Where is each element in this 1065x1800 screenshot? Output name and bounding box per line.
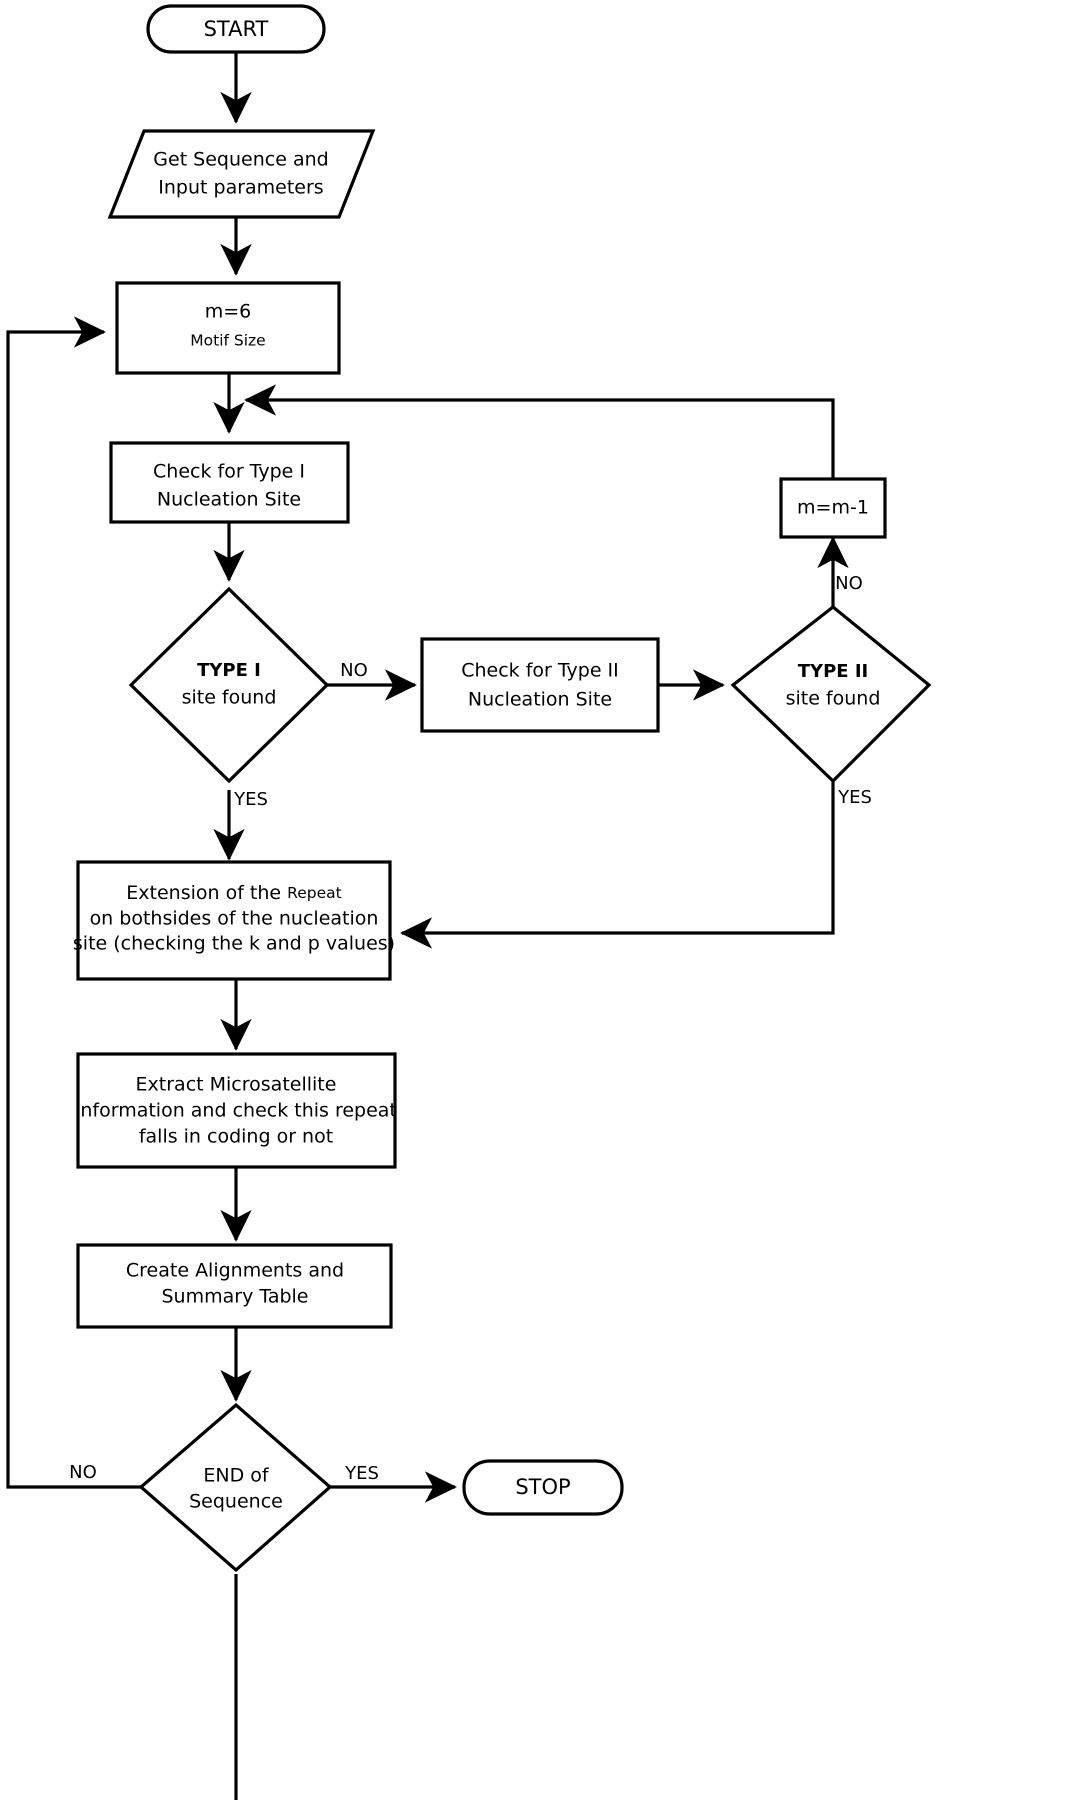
edge-type2-yes-to-extension <box>400 764 835 949</box>
node-extract-microsatellite[interactable] <box>76 1052 397 1169</box>
node-create-alignments[interactable] <box>76 1243 393 1329</box>
node-extension-line2: on bothsides of the nucleation <box>90 908 379 930</box>
node-check-type2-line1: Check for Type II <box>461 660 619 682</box>
node-decision-type2-line1: TYPE II <box>798 661 868 682</box>
node-input-line1: Get Sequence and <box>153 149 328 171</box>
edge-label-type2-yes: YES <box>837 787 872 808</box>
node-decision-end-of-sequence[interactable] <box>138 1402 333 1573</box>
node-start[interactable] <box>146 4 326 54</box>
node-start-label: START <box>204 17 269 41</box>
node-decision-type1[interactable] <box>128 586 330 784</box>
node-create-alignments-line1: Create Alignments and <box>126 1260 344 1282</box>
node-decision-type2-line2: site found <box>786 688 881 710</box>
node-decrement-m-label: m=m-1 <box>797 497 869 519</box>
node-create-alignments-line2: Summary Table <box>162 1286 309 1308</box>
node-extension-line1: Extension of the Repeat <box>126 882 341 904</box>
node-input[interactable] <box>107 129 376 219</box>
node-motif-size-line2: Motif Size <box>190 332 265 350</box>
edge-label-type1-no: NO <box>340 660 368 681</box>
edge-label-end-no: NO <box>69 1462 97 1483</box>
node-decision-type1-line2: site found <box>182 687 277 709</box>
node-motif-size[interactable] <box>115 281 341 375</box>
edge-label-end-yes: YES <box>344 1463 379 1484</box>
node-extension-line3: site (checking the k and p values) <box>73 933 395 955</box>
node-extract-line1: Extract Microsatellite <box>136 1074 337 1096</box>
node-stop-label: STOP <box>515 1475 570 1499</box>
node-check-type2-line2: Nucleation Site <box>468 689 612 711</box>
edge-label-type1-yes: YES <box>233 789 268 810</box>
node-check-type1-line2: Nucleation Site <box>157 489 301 511</box>
node-extract-line2: information and check this repeat <box>75 1100 397 1122</box>
node-decision-type1-line1: TYPE I <box>197 660 261 681</box>
node-decision-end-line2: Sequence <box>189 1491 283 1513</box>
node-decision-end-line1: END of <box>203 1465 270 1487</box>
node-check-type1[interactable] <box>109 441 350 524</box>
edge-end-no-loop-to-motif <box>6 316 141 1489</box>
node-extension[interactable] <box>76 860 392 981</box>
node-decision-type2[interactable] <box>730 604 932 784</box>
edge-decrement-loop-back <box>244 384 835 481</box>
node-check-type2[interactable] <box>420 637 660 733</box>
node-motif-size-line1: m=6 <box>205 301 252 323</box>
node-extract-line3: falls in coding or not <box>139 1126 333 1148</box>
node-check-type1-line1: Check for Type I <box>153 461 305 483</box>
node-decrement-m[interactable] <box>779 477 887 539</box>
node-stop[interactable] <box>462 1459 624 1516</box>
node-extension-line1-sub: Repeat <box>287 884 342 902</box>
node-extension-line1-main: Extension of the <box>126 882 287 904</box>
node-input-line2: Input parameters <box>158 177 323 199</box>
edge-label-type2-no: NO <box>835 573 863 594</box>
